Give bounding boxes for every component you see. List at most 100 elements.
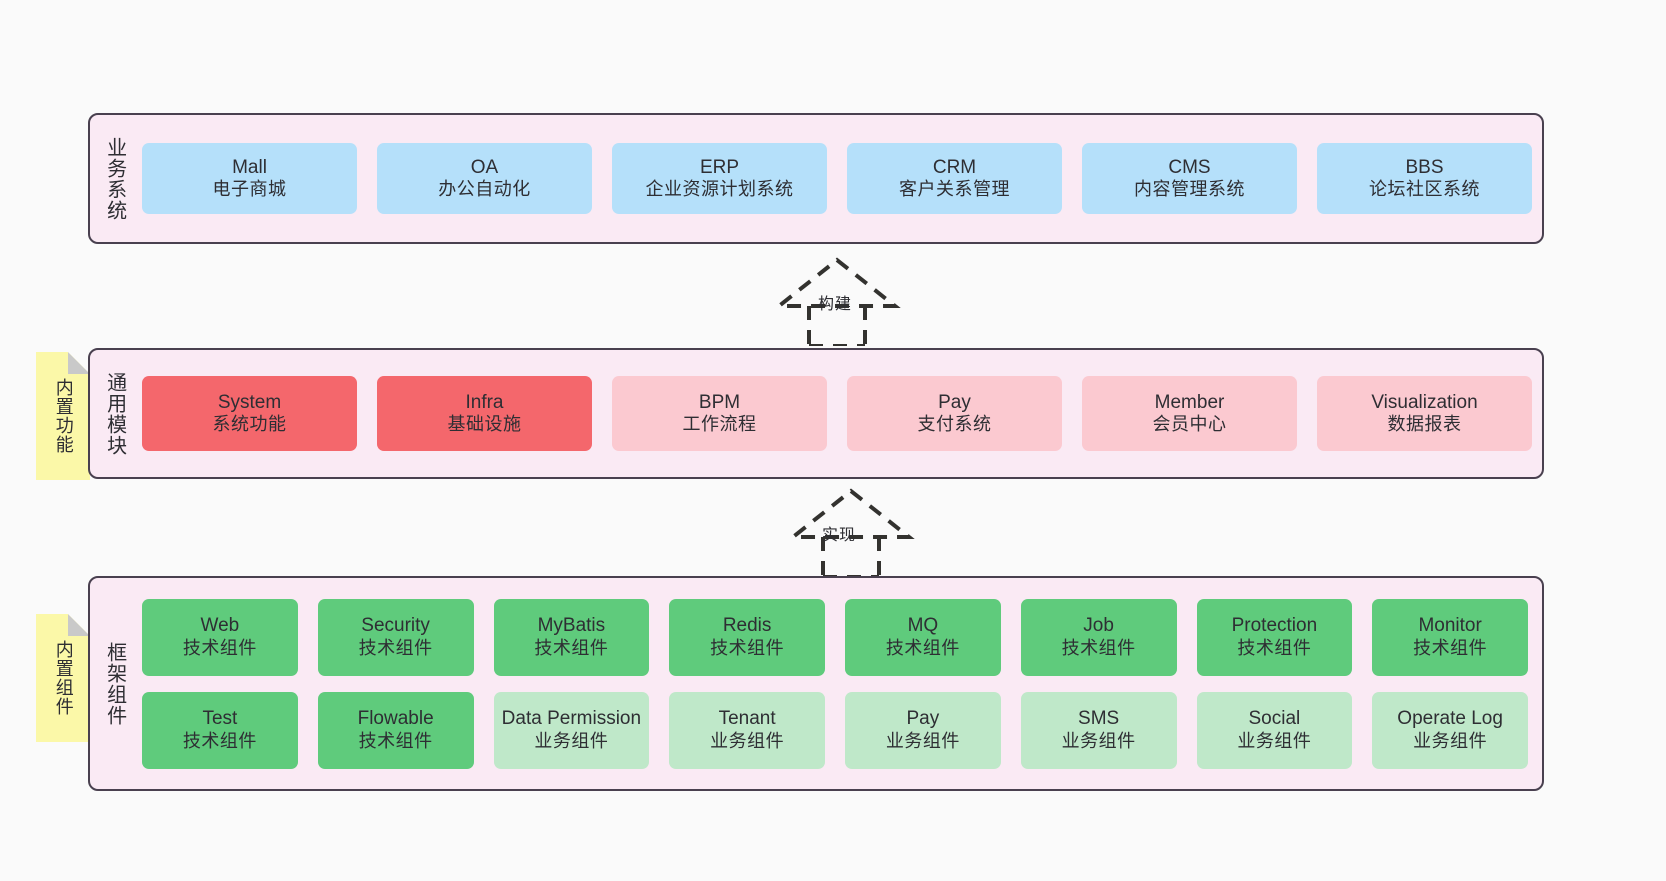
note-builtin-component-label: 内置组件 [53,640,74,716]
layer-common-modules: 通用模块 System 系统功能 Infra 基础设施 BPM 工作流程 Pay… [88,348,1544,479]
node-oa[interactable]: OA 办公自动化 [377,143,592,214]
node-cms-name: CMS [1168,156,1211,178]
layer-business-title: 业务系统 [103,136,126,221]
node-erp[interactable]: ERP 企业资源计划系统 [612,143,827,214]
node-visualization-sub: 数据报表 [1387,414,1462,435]
node-job-name: Job [1083,615,1114,637]
node-test-sub: 技术组件 [182,730,257,751]
node-oa-sub: 办公自动化 [438,179,531,200]
node-protection[interactable]: Protection 技术组件 [1196,598,1353,676]
node-bbs-name: BBS [1405,156,1444,178]
node-infra[interactable]: Infra 基础设施 [377,376,592,451]
node-security-sub: 技术组件 [358,637,433,658]
layer-framework-body: Web 技术组件 Security 技术组件 MyBatis 技术组件 Redi… [138,578,1542,789]
node-monitor-sub: 技术组件 [1413,637,1488,658]
node-protection-sub: 技术组件 [1237,637,1312,658]
node-tenant-sub: 业务组件 [710,730,785,751]
business-node-row: Mall 电子商城 OA 办公自动化 ERP 企业资源计划系统 CRM 客户关系… [142,143,1532,214]
connector-implement-label: 实现 [822,527,857,544]
node-pay-component[interactable]: Pay 业务组件 [845,691,1001,769]
layer-business-body: Mall 电子商城 OA 办公自动化 ERP 企业资源计划系统 CRM 客户关系… [138,115,1542,242]
node-tenant-name: Tenant [718,708,776,730]
node-sms[interactable]: SMS 业务组件 [1020,691,1177,769]
layer-framework-title: 框架组件 [103,641,126,726]
node-redis-sub: 技术组件 [710,637,785,658]
node-mybatis[interactable]: MyBatis 技术组件 [493,598,650,676]
modules-node-row: System 系统功能 Infra 基础设施 BPM 工作流程 Pay 支付系统… [142,376,1532,451]
note-builtin-function-label: 内置功能 [53,378,74,454]
node-mybatis-sub: 技术组件 [534,637,609,658]
node-system[interactable]: System 系统功能 [142,376,357,451]
node-system-sub: 系统功能 [212,414,287,435]
node-mq-sub: 技术组件 [885,637,960,658]
node-web[interactable]: Web 技术组件 [142,598,298,676]
node-sms-sub: 业务组件 [1061,730,1136,751]
node-social-sub: 业务组件 [1237,730,1312,751]
node-erp-name: ERP [699,156,740,178]
node-security[interactable]: Security 技术组件 [317,598,474,676]
node-job[interactable]: Job 技术组件 [1020,598,1177,676]
node-data-permission-name: Data Permission [501,708,642,730]
node-redis[interactable]: Redis 技术组件 [669,598,825,676]
node-pay-component-name: Pay [906,708,940,730]
node-mq-name: MQ [907,615,939,637]
node-operate-log[interactable]: Operate Log 业务组件 [1372,691,1528,769]
note-builtin-component: 内置组件 [36,614,90,742]
node-mybatis-name: MyBatis [537,615,606,637]
node-cms[interactable]: CMS 内容管理系统 [1082,143,1297,214]
node-social-name: Social [1248,708,1301,730]
framework-business-row: Test 技术组件 Flowable 技术组件 Data Permission … [142,691,1528,769]
note-fold-corner-icon [68,614,90,636]
node-sms-name: SMS [1078,708,1120,730]
node-oa-name: OA [470,156,499,178]
node-visualization[interactable]: Visualization 数据报表 [1317,376,1532,451]
node-operate-log-sub: 业务组件 [1413,730,1488,751]
node-security-name: Security [361,615,430,637]
note-fold-corner-icon [68,352,90,374]
node-redis-name: Redis [722,615,772,637]
node-mall-name: Mall [232,156,267,178]
node-mall[interactable]: Mall 电子商城 [142,143,357,214]
node-data-permission[interactable]: Data Permission 业务组件 [493,691,650,769]
node-operate-log-name: Operate Log [1397,708,1503,730]
node-system-name: System [217,391,282,413]
node-protection-name: Protection [1231,615,1318,637]
node-bbs-sub: 论坛社区系统 [1369,179,1480,200]
node-flowable[interactable]: Flowable 技术组件 [317,691,474,769]
node-monitor[interactable]: Monitor 技术组件 [1372,598,1528,676]
node-pay-module-name: Pay [938,391,971,413]
node-crm-sub: 客户关系管理 [899,179,1010,200]
node-job-sub: 技术组件 [1061,637,1136,658]
node-flowable-sub: 技术组件 [358,730,433,751]
layer-modules-title: 通用模块 [103,371,126,456]
node-mq[interactable]: MQ 技术组件 [845,598,1001,676]
node-test-name: Test [202,708,238,730]
node-bpm-sub: 工作流程 [682,414,757,435]
framework-tech-row: Web 技术组件 Security 技术组件 MyBatis 技术组件 Redi… [142,598,1528,676]
layer-business-systems: 业务系统 Mall 电子商城 OA 办公自动化 ERP 企业资源计划系统 CRM… [88,113,1544,244]
node-bbs[interactable]: BBS 论坛社区系统 [1317,143,1532,214]
node-bpm[interactable]: BPM 工作流程 [612,376,827,451]
node-pay-module-sub: 支付系统 [917,414,992,435]
node-visualization-name: Visualization [1371,391,1478,413]
node-infra-name: Infra [465,391,504,413]
node-crm[interactable]: CRM 客户关系管理 [847,143,1062,214]
node-tenant[interactable]: Tenant 业务组件 [669,691,825,769]
connector-build-label: 构建 [818,296,853,313]
node-erp-sub: 企业资源计划系统 [645,179,794,200]
node-crm-name: CRM [932,156,977,178]
node-pay-module[interactable]: Pay 支付系统 [847,376,1062,451]
node-web-sub: 技术组件 [182,637,257,658]
node-data-permission-sub: 业务组件 [534,730,609,751]
node-monitor-name: Monitor [1418,615,1482,637]
layer-modules-body: System 系统功能 Infra 基础设施 BPM 工作流程 Pay 支付系统… [138,350,1542,477]
node-member-name: Member [1154,391,1225,413]
node-bpm-name: BPM [698,391,741,413]
node-pay-component-sub: 业务组件 [885,730,960,751]
node-member[interactable]: Member 会员中心 [1082,376,1297,451]
node-social[interactable]: Social 业务组件 [1196,691,1353,769]
layer-framework-components: 框架组件 Web 技术组件 Security 技术组件 MyBatis 技术组件… [88,576,1544,791]
node-test[interactable]: Test 技术组件 [142,691,298,769]
node-web-name: Web [200,615,240,637]
